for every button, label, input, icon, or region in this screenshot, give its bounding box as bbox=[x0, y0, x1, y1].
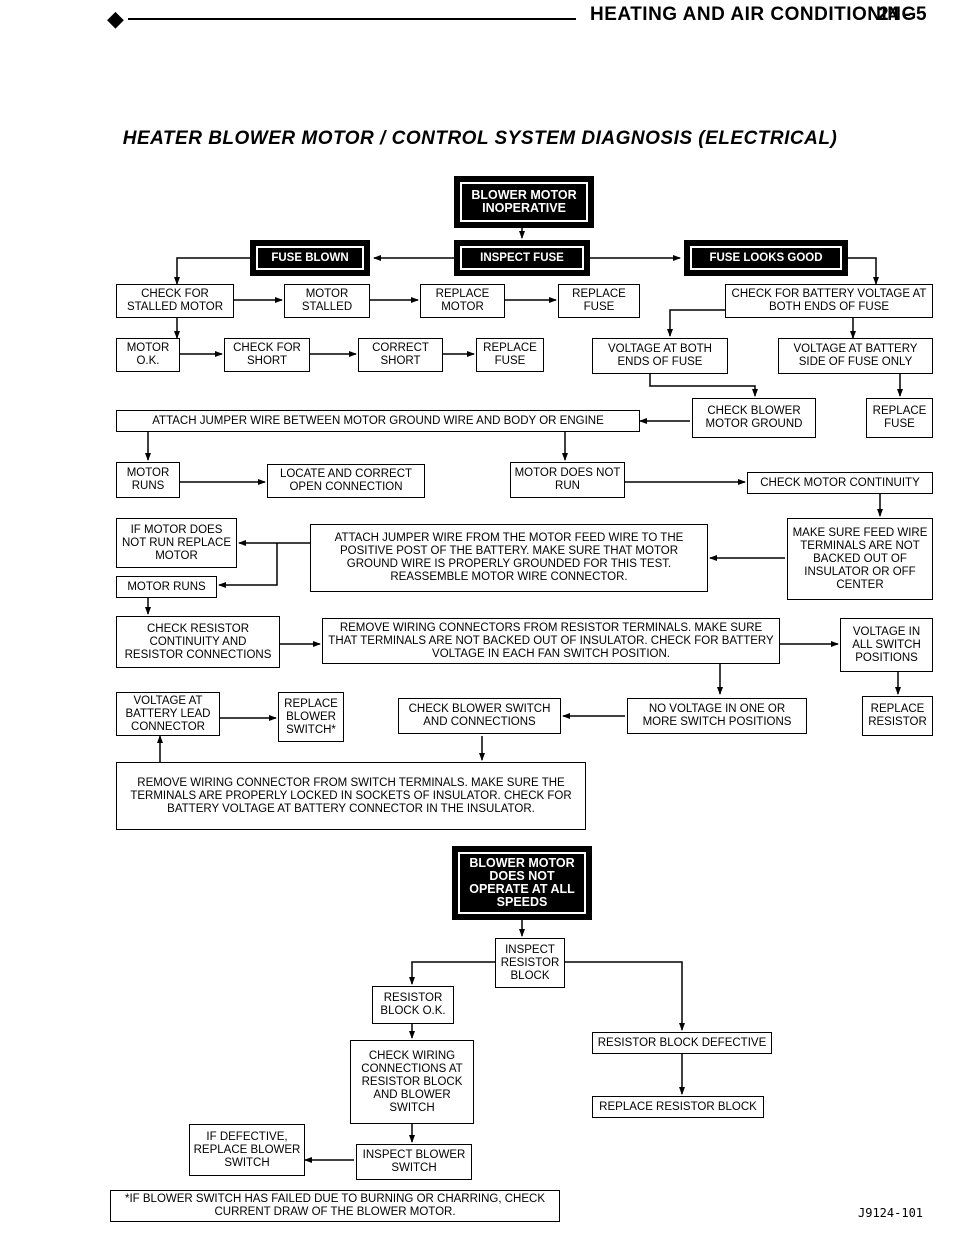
node-make-sure-feed: MAKE SURE FEED WIRE TERMINALS ARE NOT BA… bbox=[787, 518, 933, 600]
node-replace-fuse-2: REPLACE FUSE bbox=[476, 338, 544, 372]
diagram-title: HEATER BLOWER MOTOR / CONTROL SYSTEM DIA… bbox=[122, 128, 838, 149]
node-replace-resistor: REPLACE RESISTOR bbox=[862, 696, 933, 736]
footnote: *IF BLOWER SWITCH HAS FAILED DUE TO BURN… bbox=[110, 1190, 560, 1222]
node-check-stalled-motor: CHECK FOR STALLED MOTOR bbox=[116, 284, 234, 318]
node-attach-jumper-feed: ATTACH JUMPER WIRE FROM THE MOTOR FEED W… bbox=[310, 524, 708, 592]
node-replace-motor: REPLACE MOTOR bbox=[420, 284, 505, 318]
node-inspect-fuse: INSPECT FUSE bbox=[454, 240, 590, 276]
header-rule bbox=[128, 18, 576, 20]
node-check-battery-voltage: CHECK FOR BATTERY VOLTAGE AT BOTH ENDS O… bbox=[725, 284, 933, 318]
node-blower-not-all-speeds: BLOWER MOTOR DOES NOT OPERATE AT ALL SPE… bbox=[452, 846, 592, 920]
node-voltage-all-positions: VOLTAGE IN ALL SWITCH POSITIONS bbox=[840, 618, 933, 672]
node-motor-does-not-run: MOTOR DOES NOT RUN bbox=[510, 462, 625, 498]
node-check-wiring-block-switch: CHECK WIRING CONNECTIONS AT RESISTOR BLO… bbox=[350, 1040, 474, 1124]
node-resistor-block-defective: RESISTOR BLOCK DEFECTIVE bbox=[592, 1032, 772, 1054]
node-fuse-looks-good: FUSE LOOKS GOOD bbox=[684, 240, 848, 276]
node-voltage-battery-lead: VOLTAGE AT BATTERY LEAD CONNECTOR bbox=[116, 692, 220, 736]
node-check-motor-continuity: CHECK MOTOR CONTINUITY bbox=[747, 472, 933, 494]
node-fuse-blown: FUSE BLOWN bbox=[250, 240, 370, 276]
node-check-for-short: CHECK FOR SHORT bbox=[224, 338, 310, 372]
node-motor-runs-2: MOTOR RUNS bbox=[116, 576, 217, 598]
node-motor-ok: MOTOR O.K. bbox=[116, 338, 180, 372]
node-replace-fuse-3: REPLACE FUSE bbox=[866, 398, 933, 438]
figure-code: J9124-101 bbox=[858, 1206, 924, 1220]
node-inspect-blower-switch: INSPECT BLOWER SWITCH bbox=[356, 1144, 472, 1180]
node-if-motor-does-not-run: IF MOTOR DOES NOT RUN REPLACE MOTOR bbox=[116, 518, 237, 568]
node-no-voltage: NO VOLTAGE IN ONE OR MORE SWITCH POSITIO… bbox=[627, 698, 807, 734]
diamond-icon: ◆ bbox=[107, 6, 124, 31]
node-voltage-both-ends: VOLTAGE AT BOTH ENDS OF FUSE bbox=[592, 338, 728, 374]
page-header: ◆ HEATING AND AIR CONDITIONING 24 - 5 bbox=[0, 0, 960, 40]
node-locate-open-connection: LOCATE AND CORRECT OPEN CONNECTION bbox=[267, 464, 425, 498]
node-remove-switch-wiring: REMOVE WIRING CONNECTOR FROM SWITCH TERM… bbox=[116, 762, 586, 830]
page-number: 24 - 5 bbox=[878, 4, 927, 25]
node-if-defective-replace-switch: IF DEFECTIVE, REPLACE BLOWER SWITCH bbox=[189, 1124, 305, 1176]
node-check-blower-switch: CHECK BLOWER SWITCH AND CONNECTIONS bbox=[398, 698, 561, 734]
node-motor-stalled: MOTOR STALLED bbox=[284, 284, 370, 318]
node-blower-motor-inoperative: BLOWER MOTOR INOPERATIVE bbox=[454, 176, 594, 228]
node-resistor-block-ok: RESISTOR BLOCK O.K. bbox=[372, 986, 454, 1024]
header-title: HEATING AND AIR CONDITIONING bbox=[590, 4, 917, 25]
node-remove-wiring-resistor: REMOVE WIRING CONNECTORS FROM RESISTOR T… bbox=[322, 618, 780, 664]
node-inspect-resistor-block: INSPECT RESISTOR BLOCK bbox=[495, 938, 565, 988]
node-check-blower-ground: CHECK BLOWER MOTOR GROUND bbox=[692, 398, 816, 438]
node-replace-resistor-block: REPLACE RESISTOR BLOCK bbox=[592, 1096, 764, 1118]
node-voltage-battery-side: VOLTAGE AT BATTERY SIDE OF FUSE ONLY bbox=[778, 338, 933, 374]
node-attach-jumper-ground: ATTACH JUMPER WIRE BETWEEN MOTOR GROUND … bbox=[116, 410, 640, 432]
node-correct-short: CORRECT SHORT bbox=[358, 338, 443, 372]
node-motor-runs: MOTOR RUNS bbox=[116, 462, 180, 498]
node-replace-blower-switch: REPLACE BLOWER SWITCH* bbox=[278, 692, 344, 742]
node-check-resistor: CHECK RESISTOR CONTINUITY AND RESISTOR C… bbox=[116, 616, 280, 668]
node-replace-fuse-1: REPLACE FUSE bbox=[558, 284, 640, 318]
